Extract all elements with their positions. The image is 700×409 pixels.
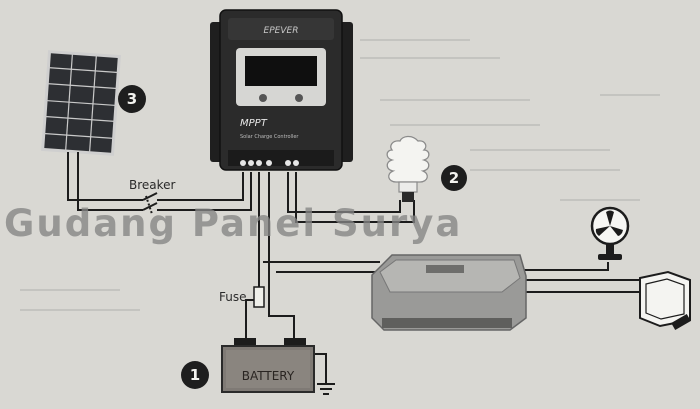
fuse [253, 286, 265, 308]
inverter [371, 254, 527, 331]
battery-label: BATTERY [242, 369, 295, 383]
wires [67, 152, 653, 384]
breaker-label: Breaker [129, 178, 176, 192]
charge-controller [210, 9, 353, 171]
solar-panel [41, 50, 121, 156]
battery [221, 338, 315, 393]
breaker-switch [142, 192, 158, 215]
cfl-bulb [386, 135, 430, 202]
controller-model: MPPT [240, 118, 268, 129]
controller-brand: EPEVER [264, 26, 299, 36]
background-print [20, 39, 660, 311]
fuse-label: Fuse [219, 290, 247, 304]
watermark: Gudang Panel Surya [4, 202, 463, 245]
badge-3-text: 3 [127, 90, 137, 108]
badge-3: 3 [118, 85, 146, 113]
fan [590, 206, 630, 260]
badge-2-text: 2 [449, 169, 459, 187]
television [639, 270, 691, 330]
badge-1-text: 1 [190, 366, 200, 384]
ground-symbol [317, 383, 335, 395]
controller-subtitle: Solar Charge Controller [240, 134, 299, 140]
badge-1: 1 [181, 361, 209, 389]
badge-2: 2 [441, 165, 467, 191]
